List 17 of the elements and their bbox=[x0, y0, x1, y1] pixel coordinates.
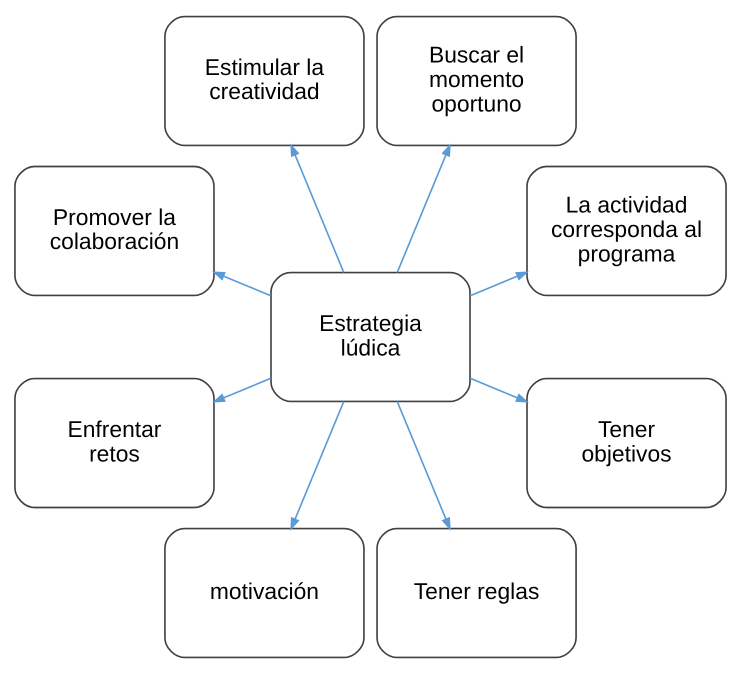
node-box: La actividad corresponda al programa bbox=[526, 165, 727, 296]
node-box: Enfrentar retos bbox=[14, 377, 215, 508]
node-box: Tener reglas bbox=[376, 527, 577, 658]
node-box: motivación bbox=[164, 527, 365, 658]
arrow bbox=[396, 400, 451, 530]
arrow bbox=[290, 142, 344, 272]
node-box: Estimular la creatividad bbox=[164, 15, 365, 146]
arrow bbox=[470, 377, 529, 402]
arrow bbox=[470, 270, 529, 296]
node-box: Promover la colaboración bbox=[14, 165, 215, 296]
node-box: Buscar el momento oportuno bbox=[376, 15, 577, 146]
node-box: Tener objetivos bbox=[526, 377, 727, 508]
arrow bbox=[396, 142, 451, 272]
node-box: Estrategia lúdica bbox=[270, 271, 471, 402]
arrow bbox=[290, 400, 344, 530]
arrow bbox=[212, 270, 272, 296]
arrow bbox=[212, 377, 272, 402]
